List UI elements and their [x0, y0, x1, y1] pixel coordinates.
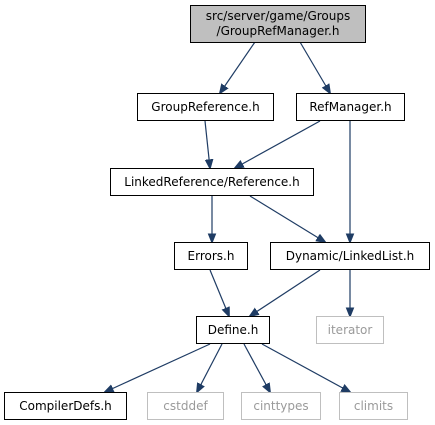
node-errors[interactable]: Errors.h: [174, 242, 248, 270]
edge-errors-to-define: [209, 269, 229, 316]
node-ref-manager[interactable]: RefManager.h: [296, 93, 405, 121]
node-group-reference[interactable]: GroupReference.h: [137, 93, 274, 121]
edge-define-to-climits: [261, 343, 350, 392]
node-define[interactable]: Define.h: [196, 316, 270, 344]
edge-root-to-refmanager: [299, 41, 330, 93]
node-climits: climits: [339, 392, 408, 420]
node-cstddef: cstddef: [147, 392, 224, 420]
edge-refmanager-to-linkedreference: [235, 120, 321, 168]
node-iterator: iterator: [316, 316, 384, 344]
node-linked-list[interactable]: Dynamic/LinkedList.h: [270, 242, 430, 270]
node-compiler-defs[interactable]: CompilerDefs.h: [4, 392, 127, 420]
node-linked-reference[interactable]: LinkedReference/Reference.h: [110, 168, 314, 196]
edge-define-to-cinttypes: [243, 343, 270, 392]
edge-define-to-cstddef: [197, 343, 223, 392]
edge-linkedlist-to-define: [250, 269, 321, 316]
edge-root-to-groupreference: [220, 41, 256, 93]
edge-define-to-compilerdefs: [105, 343, 211, 392]
edge-linkedreference-to-linkedlist: [249, 195, 325, 242]
node-group-ref-manager[interactable]: src/server/game/Groups /GroupRefManager.…: [190, 5, 366, 43]
node-cinttypes: cinttypes: [241, 392, 321, 420]
edge-groupreference-to-linkedreference: [204, 120, 210, 168]
